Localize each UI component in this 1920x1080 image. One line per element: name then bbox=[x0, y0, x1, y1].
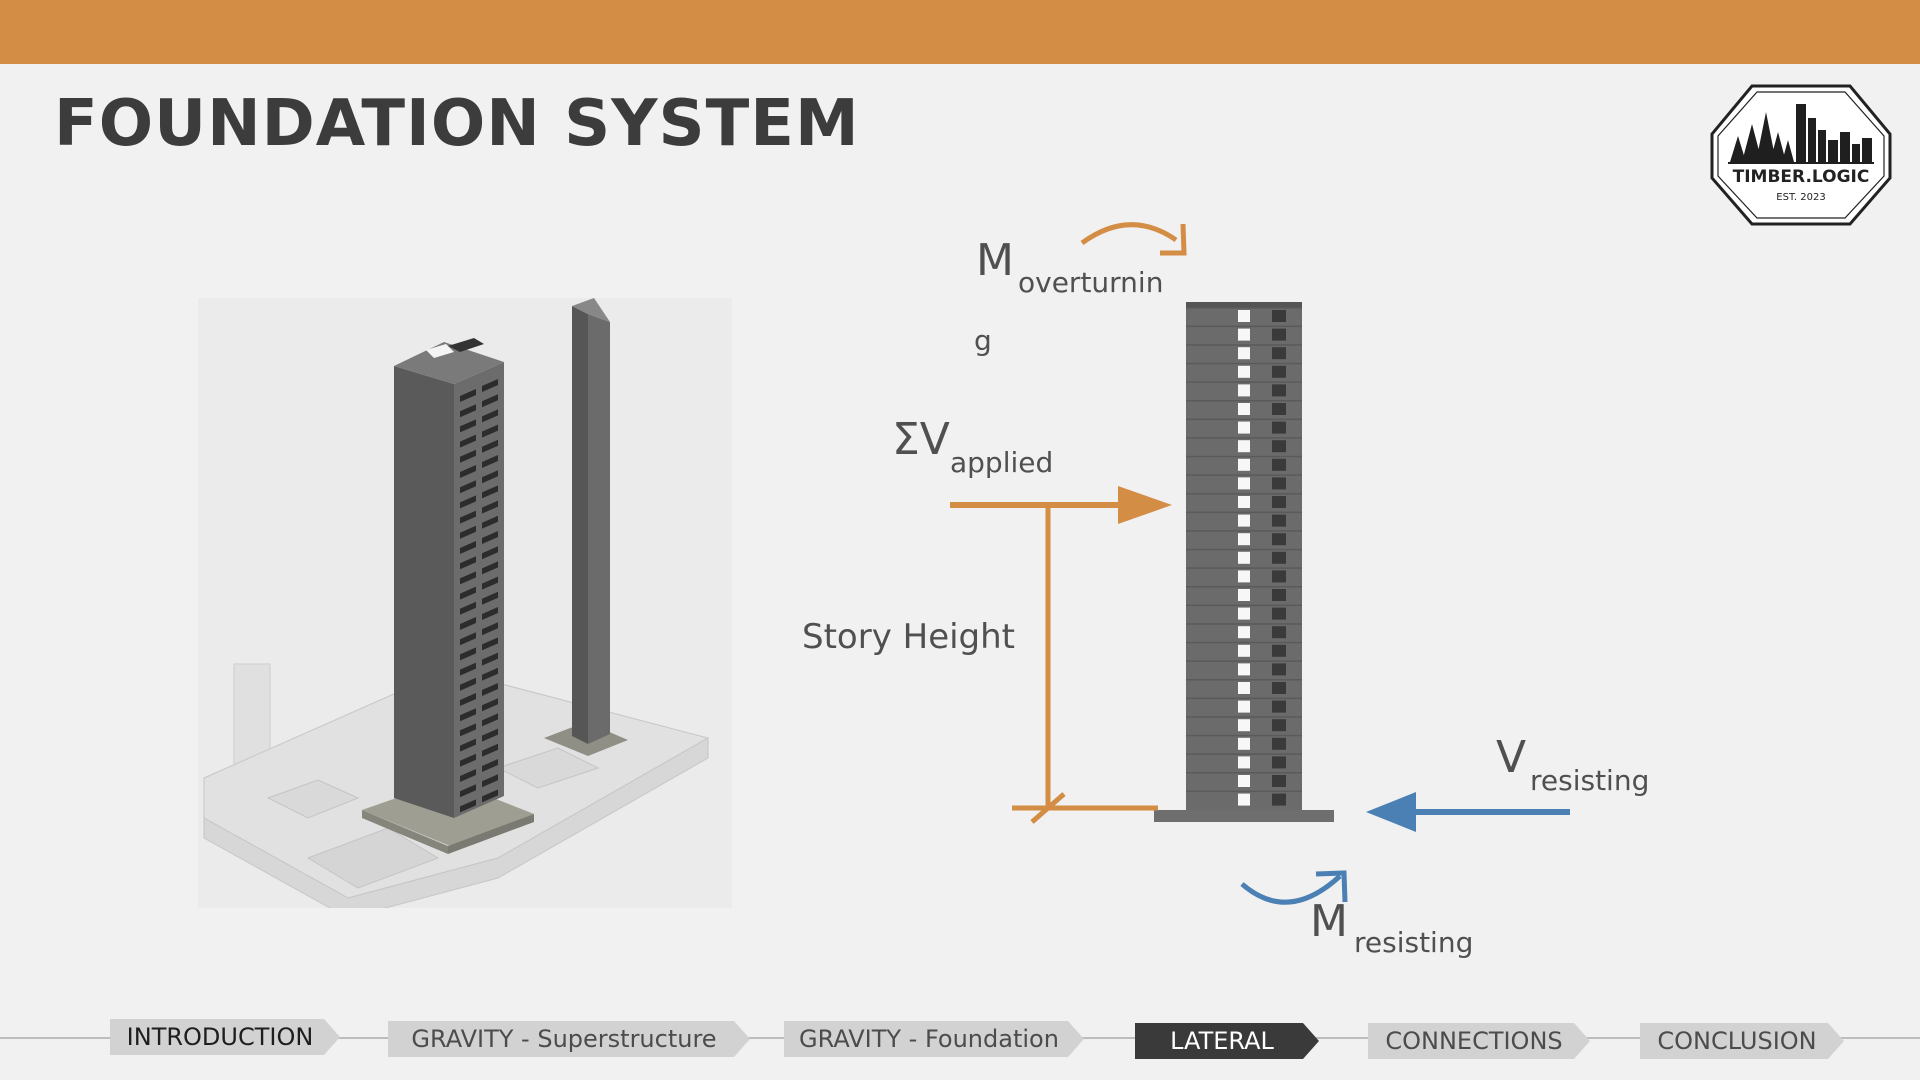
timber-logic-logo: TIMBER.LOGIC EST. 2023 bbox=[1710, 84, 1892, 226]
applied-shear-symbol: ΣV bbox=[892, 414, 950, 465]
logo-name: TIMBER.LOGIC bbox=[1733, 167, 1870, 187]
resisting-shear-arrowhead bbox=[1366, 792, 1416, 832]
applied-shear-subscript: applied bbox=[950, 446, 1053, 479]
overturning-subscript: overturnin bbox=[1018, 266, 1163, 299]
shear-wall bbox=[544, 298, 628, 756]
trees-icon bbox=[1730, 112, 1794, 162]
overturning-moment-arrow bbox=[1080, 222, 1178, 246]
nav-gravity-superstructure[interactable]: GRAVITY - Superstructure bbox=[388, 1021, 750, 1057]
resisting-shear-symbol: V bbox=[1496, 732, 1526, 783]
logo-established: EST. 2023 bbox=[1776, 192, 1825, 203]
resisting-shear-subscript: resisting bbox=[1530, 764, 1649, 797]
top-accent-bar bbox=[0, 0, 1920, 64]
city-skyline-icon bbox=[1796, 104, 1872, 162]
main-tower bbox=[362, 338, 534, 854]
overturning-arrowhead bbox=[1160, 223, 1187, 256]
overturning-symbol: M bbox=[976, 235, 1014, 286]
nav-introduction[interactable]: INTRODUCTION bbox=[110, 1019, 340, 1055]
nav-gravity-foundation[interactable]: GRAVITY - Foundation bbox=[784, 1021, 1084, 1057]
nav-lateral[interactable]: LATERAL bbox=[1135, 1023, 1319, 1059]
resisting-moment-arrowhead bbox=[1315, 870, 1348, 903]
overturning-subscript-wrap: g bbox=[974, 324, 992, 357]
resisting-moment-arrow bbox=[1240, 874, 1342, 905]
page-title: FOUNDATION SYSTEM bbox=[54, 87, 860, 161]
resisting-moment-symbol: M bbox=[1310, 896, 1348, 947]
nav-connections[interactable]: CONNECTIONS bbox=[1368, 1023, 1590, 1059]
isometric-building-model bbox=[198, 298, 732, 908]
elevation-tower bbox=[1154, 302, 1334, 822]
nav-conclusion[interactable]: CONCLUSION bbox=[1640, 1023, 1844, 1059]
applied-shear-arrowhead bbox=[1118, 486, 1172, 524]
story-height-label: Story Height bbox=[802, 617, 1015, 657]
resisting-moment-subscript: resisting bbox=[1354, 926, 1473, 959]
dimension-tick bbox=[1030, 792, 1066, 824]
